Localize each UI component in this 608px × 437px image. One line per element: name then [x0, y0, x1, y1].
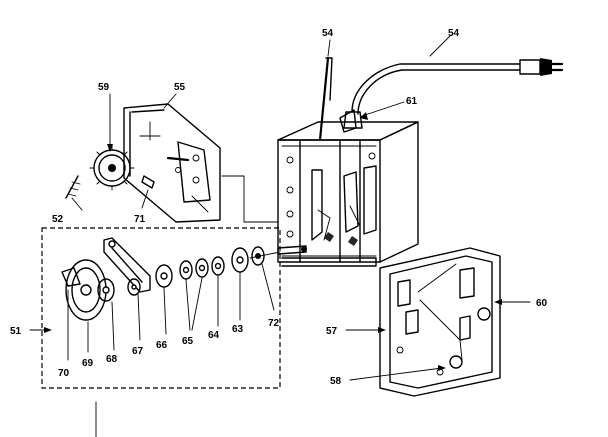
callout-60: 60: [536, 298, 548, 309]
callout-54-top: 54: [322, 28, 334, 39]
callout-70: 70: [58, 368, 70, 379]
callout-51: 51: [10, 326, 22, 337]
callout-labels: 59 55 54 54 61 52 71 51 70 69 68 67 66 6…: [10, 28, 548, 387]
cam-disk: [61, 259, 107, 321]
callout-57: 57: [326, 326, 338, 337]
callout-66: 66: [156, 340, 168, 351]
callout-64: 64: [208, 330, 220, 341]
linkage-arm: [103, 237, 151, 293]
callout-58: 58: [330, 376, 342, 387]
screw-and-spring: [65, 175, 155, 199]
assembly-group-box: [41, 227, 281, 389]
callout-59: 59: [98, 82, 110, 93]
switch-bracket: [123, 103, 221, 223]
callout-55: 55: [174, 82, 186, 93]
callout-65: 65: [182, 336, 194, 347]
callout-68: 68: [106, 354, 118, 365]
callout-67: 67: [132, 346, 144, 357]
callout-63: 63: [232, 324, 244, 335]
callout-71: 71: [134, 214, 146, 225]
washers: [97, 246, 281, 302]
power-cord: [343, 58, 564, 129]
gear-wheel: [89, 145, 135, 191]
mounting-plate: [379, 247, 501, 397]
callout-72: 72: [268, 318, 280, 329]
callout-61: 61: [406, 96, 418, 107]
callout-52: 52: [52, 214, 64, 225]
leader-lines: [29, 35, 531, 437]
drive-shaft: [277, 245, 307, 255]
callout-69: 69: [82, 358, 94, 369]
switch-box-housing: [277, 56, 419, 267]
callout-54-cord: 54: [448, 28, 460, 39]
